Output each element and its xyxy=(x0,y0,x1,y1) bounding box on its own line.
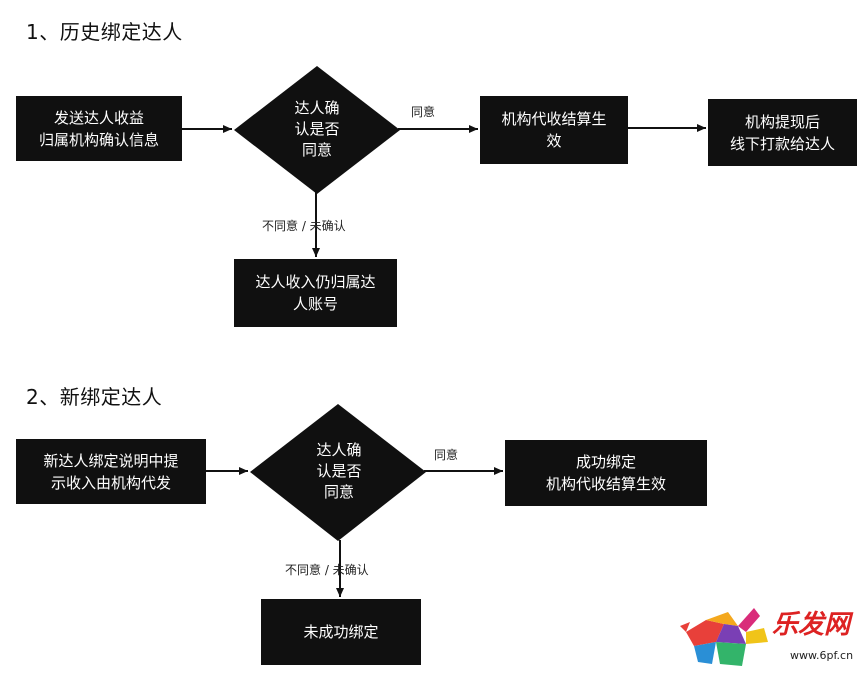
s2-decision-line-3: 同意 xyxy=(323,483,354,501)
s1-no-line-2: 人账号 xyxy=(292,295,338,313)
s1-decision-diamond xyxy=(234,66,400,194)
s2-yes-label: 同意 xyxy=(434,448,459,462)
s1-final-line-2: 线下打款给达人 xyxy=(729,134,835,153)
section1-heading: 1、历史绑定达人 xyxy=(26,20,183,44)
s1-final-node: 机构提现后 线下打款给达人 xyxy=(708,99,857,166)
section2-heading: 2、新绑定达人 xyxy=(26,385,163,409)
s1-decision-label: 达人确 认是否 同意 xyxy=(284,98,350,161)
s2-yes-line-2: 机构代收结算生效 xyxy=(545,475,666,493)
s2-yes-node: 成功绑定 机构代收结算生效 xyxy=(505,440,707,506)
s1-yes-label: 同意 xyxy=(411,105,436,119)
s1-no-label: 不同意 / 未确认 xyxy=(262,219,346,233)
s2-decision-line-1: 达人确 xyxy=(316,441,362,459)
s1-yes-line-2: 效 xyxy=(546,132,562,150)
s2-no-label: 不同意 / 未确认 xyxy=(285,563,369,577)
s2-decision-label: 达人确 认是否 同意 xyxy=(304,440,374,503)
s2-yes-line-1: 成功绑定 xyxy=(575,453,636,471)
s1-decision-line-1: 达人确 xyxy=(294,99,340,117)
s1-no-node: 达人收入仍归属达 人账号 xyxy=(234,259,397,327)
s1-start-line-2: 归属机构确认信息 xyxy=(38,130,159,149)
brand-url: www.6pf.cn xyxy=(790,649,854,662)
s1-final-line-1: 机构提现后 xyxy=(744,112,820,131)
s2-no-node: 未成功绑定 xyxy=(261,599,421,665)
s1-yes-line-1: 机构代收结算生 xyxy=(501,110,607,128)
s2-start-line-2: 示收入由机构代发 xyxy=(50,473,171,492)
s1-start-node: 发送达人收益 归属机构确认信息 xyxy=(16,96,182,161)
s1-decision-line-3: 同意 xyxy=(301,141,332,159)
s1-yes-node: 机构代收结算生 效 xyxy=(480,96,628,164)
s1-decision-line-2: 认是否 xyxy=(294,120,340,138)
brand-wordmark: 乐发网 xyxy=(772,610,851,640)
s2-decision-diamond xyxy=(250,404,426,541)
s2-start-line-1: 新达人绑定说明中提 xyxy=(43,451,179,470)
s1-start-line-1: 发送达人收益 xyxy=(53,108,144,127)
s2-decision-line-2: 认是否 xyxy=(316,462,362,480)
s1-no-line-1: 达人收入仍归属达 xyxy=(255,273,376,291)
s2-no-line-1: 未成功绑定 xyxy=(303,623,379,641)
s2-start-node: 新达人绑定说明中提 示收入由机构代发 xyxy=(16,439,206,504)
brand-logo-bull-icon xyxy=(680,608,768,666)
